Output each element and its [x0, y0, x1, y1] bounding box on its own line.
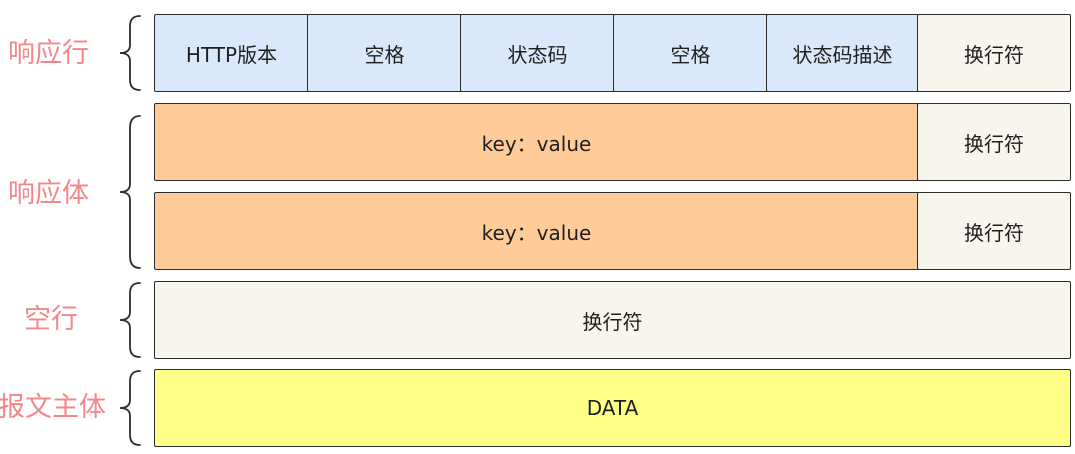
header-field-cell-2: key：value: [154, 192, 919, 270]
header-field-label-2: key：value: [481, 220, 592, 245]
header-crlf-cell-2: 换行符: [917, 192, 1071, 270]
brace-blank-line: [112, 281, 144, 359]
message-body-cell: DATA: [154, 369, 1071, 447]
brace-message-body: [112, 369, 144, 447]
space-label-1: 空格: [364, 42, 405, 67]
blank-line-label: 换行符: [582, 309, 643, 334]
space-cell-1: 空格: [307, 14, 462, 92]
brace-headers: [112, 114, 144, 270]
status-line-crlf-label: 换行符: [964, 42, 1024, 67]
status-line-crlf-cell: 换行符: [917, 14, 1071, 92]
space-label-2: 空格: [670, 42, 711, 67]
header-field-cell-1: key：value: [154, 103, 919, 181]
label-message-body: 报文主体: [0, 392, 106, 423]
status-text-label: 状态码描述: [792, 42, 893, 67]
header-crlf-label-1: 换行符: [964, 131, 1024, 156]
message-body-label: DATA: [586, 396, 639, 420]
label-blank-line: 空行: [24, 304, 78, 335]
header-field-label-1: key：value: [481, 131, 592, 156]
space-cell-2: 空格: [613, 14, 768, 92]
http-version-label: HTTP版本: [185, 42, 278, 67]
header-crlf-label-2: 换行符: [964, 220, 1024, 245]
status-code-label: 状态码: [507, 42, 568, 67]
status-text-cell: 状态码描述: [766, 14, 919, 92]
label-status-line: 响应行: [8, 38, 89, 69]
brace-status-line: [112, 14, 144, 92]
label-headers: 响应体: [8, 178, 89, 209]
header-crlf-cell-1: 换行符: [917, 103, 1071, 181]
status-code-cell: 状态码: [460, 14, 615, 92]
blank-line-cell: 换行符: [154, 281, 1071, 359]
http-version-cell: HTTP版本: [154, 14, 309, 92]
